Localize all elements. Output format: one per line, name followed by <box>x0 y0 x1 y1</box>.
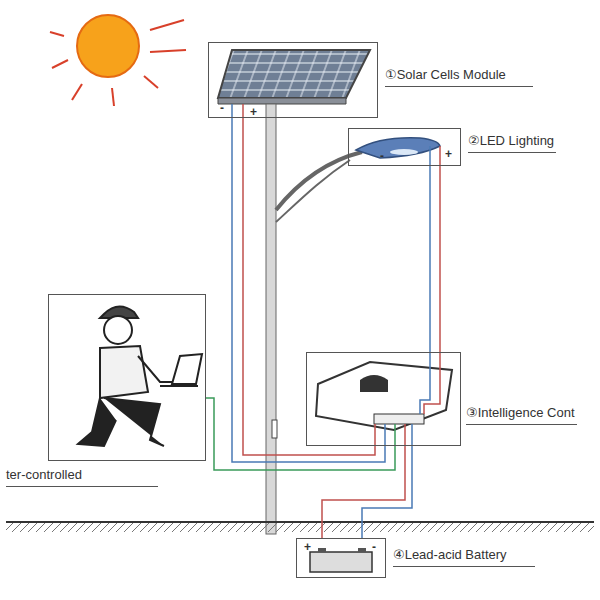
ground <box>6 522 594 532</box>
sun-ray <box>112 88 114 106</box>
callout-label: ter-controlled <box>6 467 158 487</box>
wire-line <box>243 118 375 455</box>
wire <box>440 166 441 352</box>
controller-device <box>316 352 452 446</box>
controller-wire <box>411 424 413 446</box>
sun <box>50 15 186 106</box>
panel-edge <box>218 98 346 104</box>
led-lamp <box>356 138 440 166</box>
wire <box>232 118 385 462</box>
wire-line <box>232 118 385 462</box>
computer-box: ter-controlled <box>48 294 206 461</box>
wire-line <box>322 446 405 538</box>
sun-ray <box>150 50 186 52</box>
lamp-head <box>356 138 440 158</box>
lamp-wire <box>439 146 441 166</box>
battery <box>310 548 372 572</box>
wire <box>206 398 395 470</box>
controller-box: ③Intelligence Cont <box>306 352 461 446</box>
sun-ray <box>144 76 158 88</box>
panel-wire <box>242 104 244 118</box>
callout-label: ②LED Lighting <box>468 133 556 153</box>
pole-hatch <box>272 420 277 438</box>
controller-wire <box>394 424 396 446</box>
technician <box>78 306 202 446</box>
controller-wire <box>374 424 376 446</box>
led-lighting-box: ②LED Lighting <box>348 128 461 166</box>
wire-line <box>429 166 431 352</box>
pole-arm <box>276 160 350 222</box>
shirt <box>100 346 148 398</box>
polarity-sign: + <box>250 106 257 118</box>
leg <box>78 398 116 446</box>
controller-wire <box>384 424 386 446</box>
lamp-lens <box>390 149 418 155</box>
wire <box>430 166 431 352</box>
controller-body <box>316 362 452 430</box>
laptop-screen <box>172 354 202 384</box>
head <box>104 316 132 344</box>
panel-face <box>218 50 370 98</box>
callout-label: ①Solar Cells Module <box>385 67 533 87</box>
wire <box>362 446 412 538</box>
sun-disc <box>77 15 139 77</box>
battery-body <box>310 552 372 572</box>
wire-line <box>206 398 395 470</box>
polarity-sign: - <box>220 102 224 114</box>
callout-label: ③Intelligence Cont <box>466 405 577 425</box>
wire-line <box>362 446 412 538</box>
laptop-base <box>160 385 198 387</box>
solar-panel <box>218 50 370 118</box>
callout-label: ④Lead-acid Battery <box>393 547 535 567</box>
wire-line <box>439 166 441 352</box>
battery-terminal <box>318 548 326 552</box>
polarity-sign: + <box>445 148 452 160</box>
panel-wire <box>231 104 233 118</box>
polarity-sign: - <box>372 541 376 553</box>
polarity-sign: + <box>304 541 311 553</box>
lamp-wire <box>429 146 431 166</box>
sun-ray <box>52 60 68 68</box>
sun-ray <box>50 32 64 36</box>
controller-wire <box>404 424 406 446</box>
wire <box>322 446 405 538</box>
sun-ray <box>72 84 82 100</box>
ground-hatch <box>6 522 594 532</box>
polarity-sign: - <box>380 150 384 162</box>
controller-display <box>360 375 388 392</box>
sun-ray <box>150 20 184 30</box>
wire <box>243 118 375 455</box>
solar-module-box: ①Solar Cells Module <box>208 42 378 118</box>
battery-terminal <box>358 548 366 552</box>
terminal-block <box>374 414 424 424</box>
ground-line <box>6 521 594 523</box>
controller-wire <box>424 352 440 414</box>
